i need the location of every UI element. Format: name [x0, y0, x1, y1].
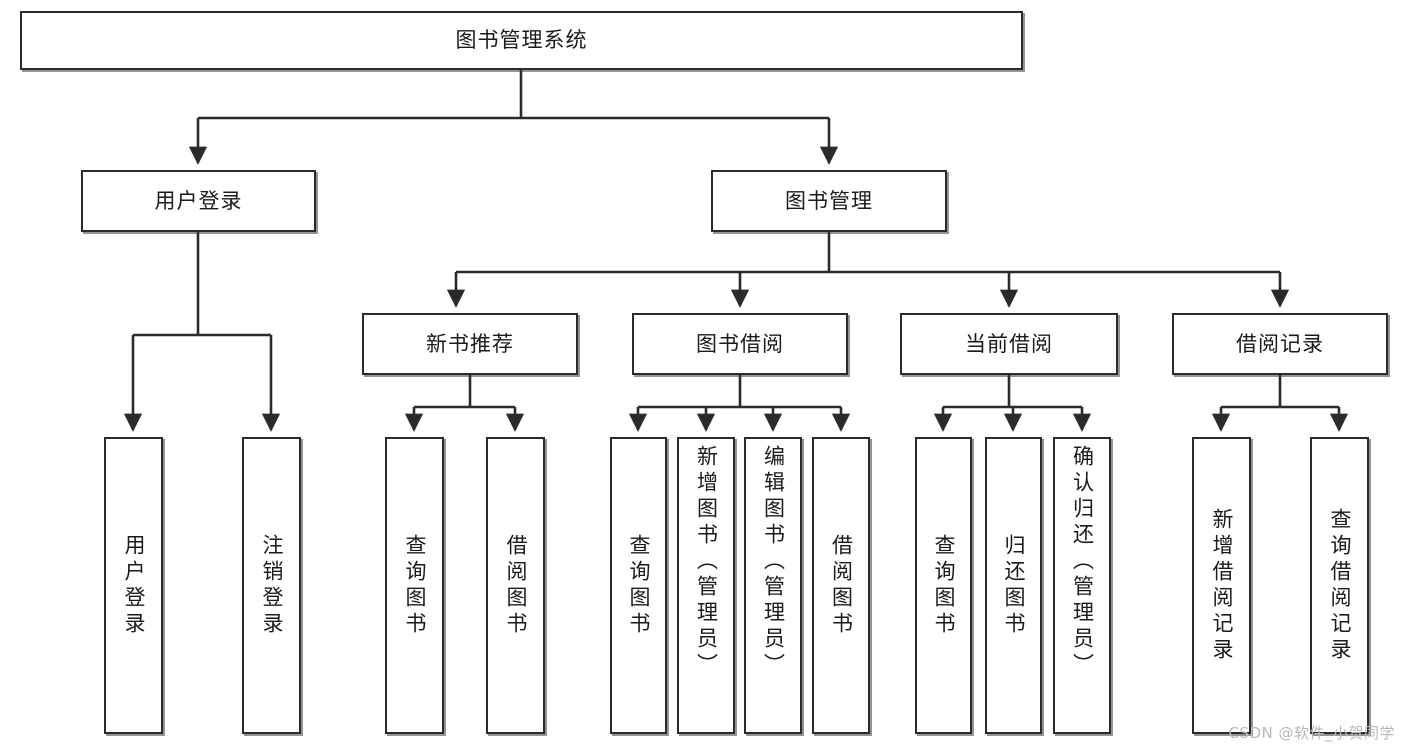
leaf-logout-login-label: 注销登录 — [260, 533, 284, 638]
leaf-add-book-admin[interactable]: 新增图书（管理员） — [677, 437, 735, 734]
leaf-query-borrow-record[interactable]: 查询借阅记录 — [1310, 437, 1369, 734]
watermark: CSDN @软件_小贺同学 — [1228, 724, 1395, 742]
leaf-logout-login[interactable]: 注销登录 — [242, 437, 301, 734]
leaf-edit-book-admin[interactable]: 编辑图书（管理员） — [744, 437, 802, 734]
node-user-login[interactable]: 用户登录 — [81, 170, 316, 232]
leaf-confirm-return-admin[interactable]: 确认归还（管理员） — [1053, 437, 1111, 734]
node-book-borrow-label: 图书借阅 — [696, 331, 784, 356]
leaf-return-book-label: 归还图书 — [1002, 533, 1026, 638]
leaf-user-login-label: 用户登录 — [122, 533, 146, 638]
leaf-query-book-1[interactable]: 查询图书 — [385, 437, 444, 734]
node-book-manage-label: 图书管理 — [785, 188, 873, 213]
node-new-book-recommend-label: 新书推荐 — [426, 331, 514, 356]
leaf-add-borrow-record-label: 新增借阅记录 — [1210, 507, 1234, 664]
leaf-query-book-2-label: 查询图书 — [627, 533, 651, 638]
leaf-add-book-admin-label: 新增图书（管理员） — [694, 445, 719, 679]
leaf-borrow-book-1-label: 借阅图书 — [504, 533, 528, 638]
leaf-borrow-book-1[interactable]: 借阅图书 — [486, 437, 545, 734]
node-book-manage[interactable]: 图书管理 — [711, 170, 947, 232]
leaf-edit-book-admin-label: 编辑图书（管理员） — [761, 445, 786, 679]
node-borrow-record[interactable]: 借阅记录 — [1172, 313, 1388, 375]
leaf-query-book-3[interactable]: 查询图书 — [915, 437, 972, 734]
leaf-return-book[interactable]: 归还图书 — [985, 437, 1042, 734]
node-current-borrow[interactable]: 当前借阅 — [900, 313, 1118, 375]
node-new-book-recommend[interactable]: 新书推荐 — [362, 313, 578, 375]
leaf-borrow-book-2-label: 借阅图书 — [829, 533, 854, 638]
node-current-borrow-label: 当前借阅 — [965, 331, 1053, 356]
leaf-query-borrow-record-label: 查询借阅记录 — [1328, 507, 1352, 664]
node-root[interactable]: 图书管理系统 — [20, 11, 1023, 70]
node-root-label: 图书管理系统 — [455, 28, 588, 53]
node-user-login-label: 用户登录 — [154, 188, 243, 213]
leaf-query-book-3-label: 查询图书 — [932, 533, 956, 638]
node-book-borrow[interactable]: 图书借阅 — [632, 313, 848, 375]
node-borrow-record-label: 借阅记录 — [1236, 331, 1324, 356]
leaf-query-book-1-label: 查询图书 — [403, 533, 427, 638]
leaf-confirm-return-admin-label: 确认归还（管理员） — [1070, 445, 1095, 679]
leaf-borrow-book-2[interactable]: 借阅图书 — [812, 437, 870, 734]
leaf-add-borrow-record[interactable]: 新增借阅记录 — [1192, 437, 1251, 734]
leaf-user-login[interactable]: 用户登录 — [104, 437, 163, 734]
leaf-query-book-2[interactable]: 查询图书 — [610, 437, 667, 734]
